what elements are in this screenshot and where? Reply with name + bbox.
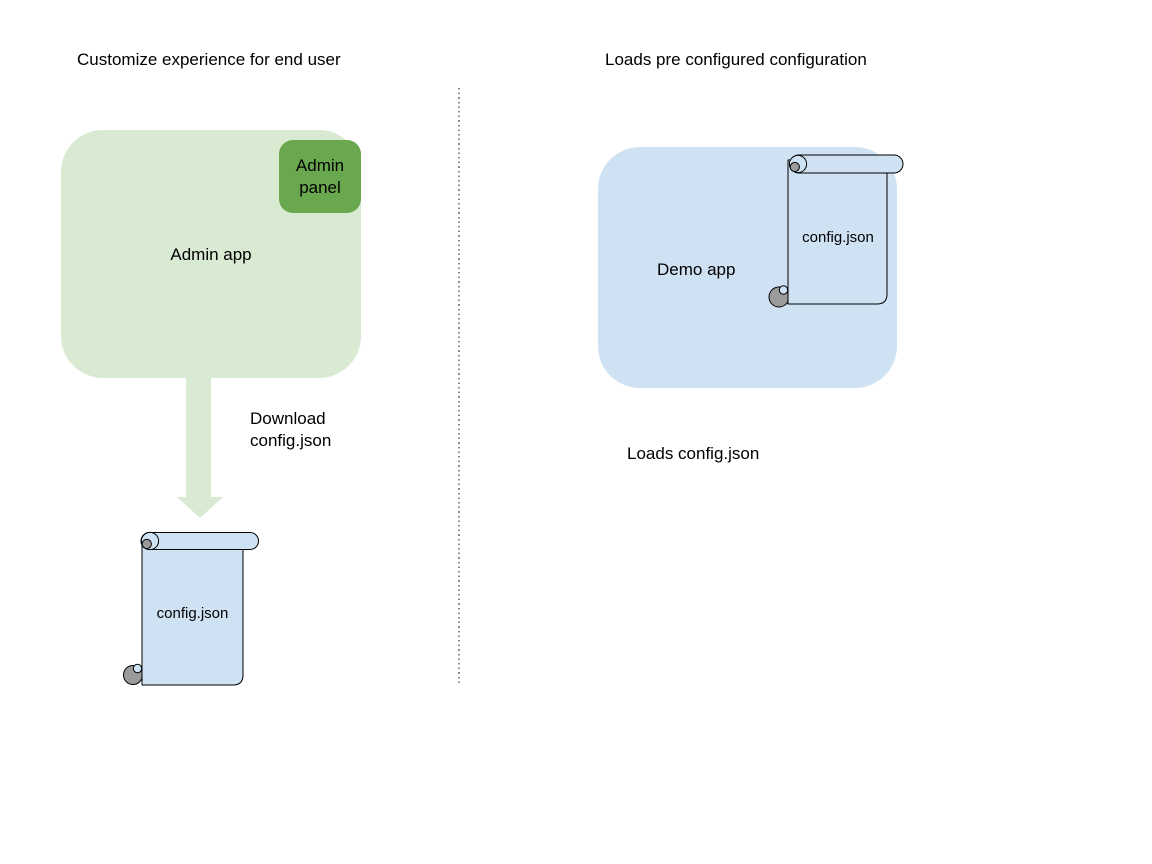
config-file-label: config.json xyxy=(157,605,229,622)
loads-config-label: Loads config.json xyxy=(627,444,760,463)
download-arrow xyxy=(177,377,223,518)
scroll-top-spiral-core-icon xyxy=(789,161,800,173)
scroll-body xyxy=(787,159,888,305)
right-section-title: Loads pre configured configuration xyxy=(605,50,867,69)
left-section-title: Customize experience for end user xyxy=(77,50,341,69)
section-divider xyxy=(458,88,460,686)
scroll-bottom-curl-notch-icon xyxy=(778,285,789,295)
config-file-scroll: config.json xyxy=(123,531,259,686)
admin-panel-badge: Admin panel xyxy=(279,140,361,213)
demo-config-file-label: config.json xyxy=(802,229,874,246)
download-arrow-shape xyxy=(177,377,223,518)
scroll-top-spiral-core-icon xyxy=(141,538,152,550)
scroll-bottom-curl-notch-icon xyxy=(132,663,143,674)
download-config-label: Download config.json xyxy=(250,409,332,450)
admin-panel-label: Admin panel xyxy=(295,155,345,197)
demo-config-file-scroll: config.json xyxy=(768,154,904,308)
admin-app-label: Admin app xyxy=(170,245,252,264)
demo-app-label: Demo app xyxy=(657,260,736,279)
scroll-body xyxy=(141,539,244,686)
